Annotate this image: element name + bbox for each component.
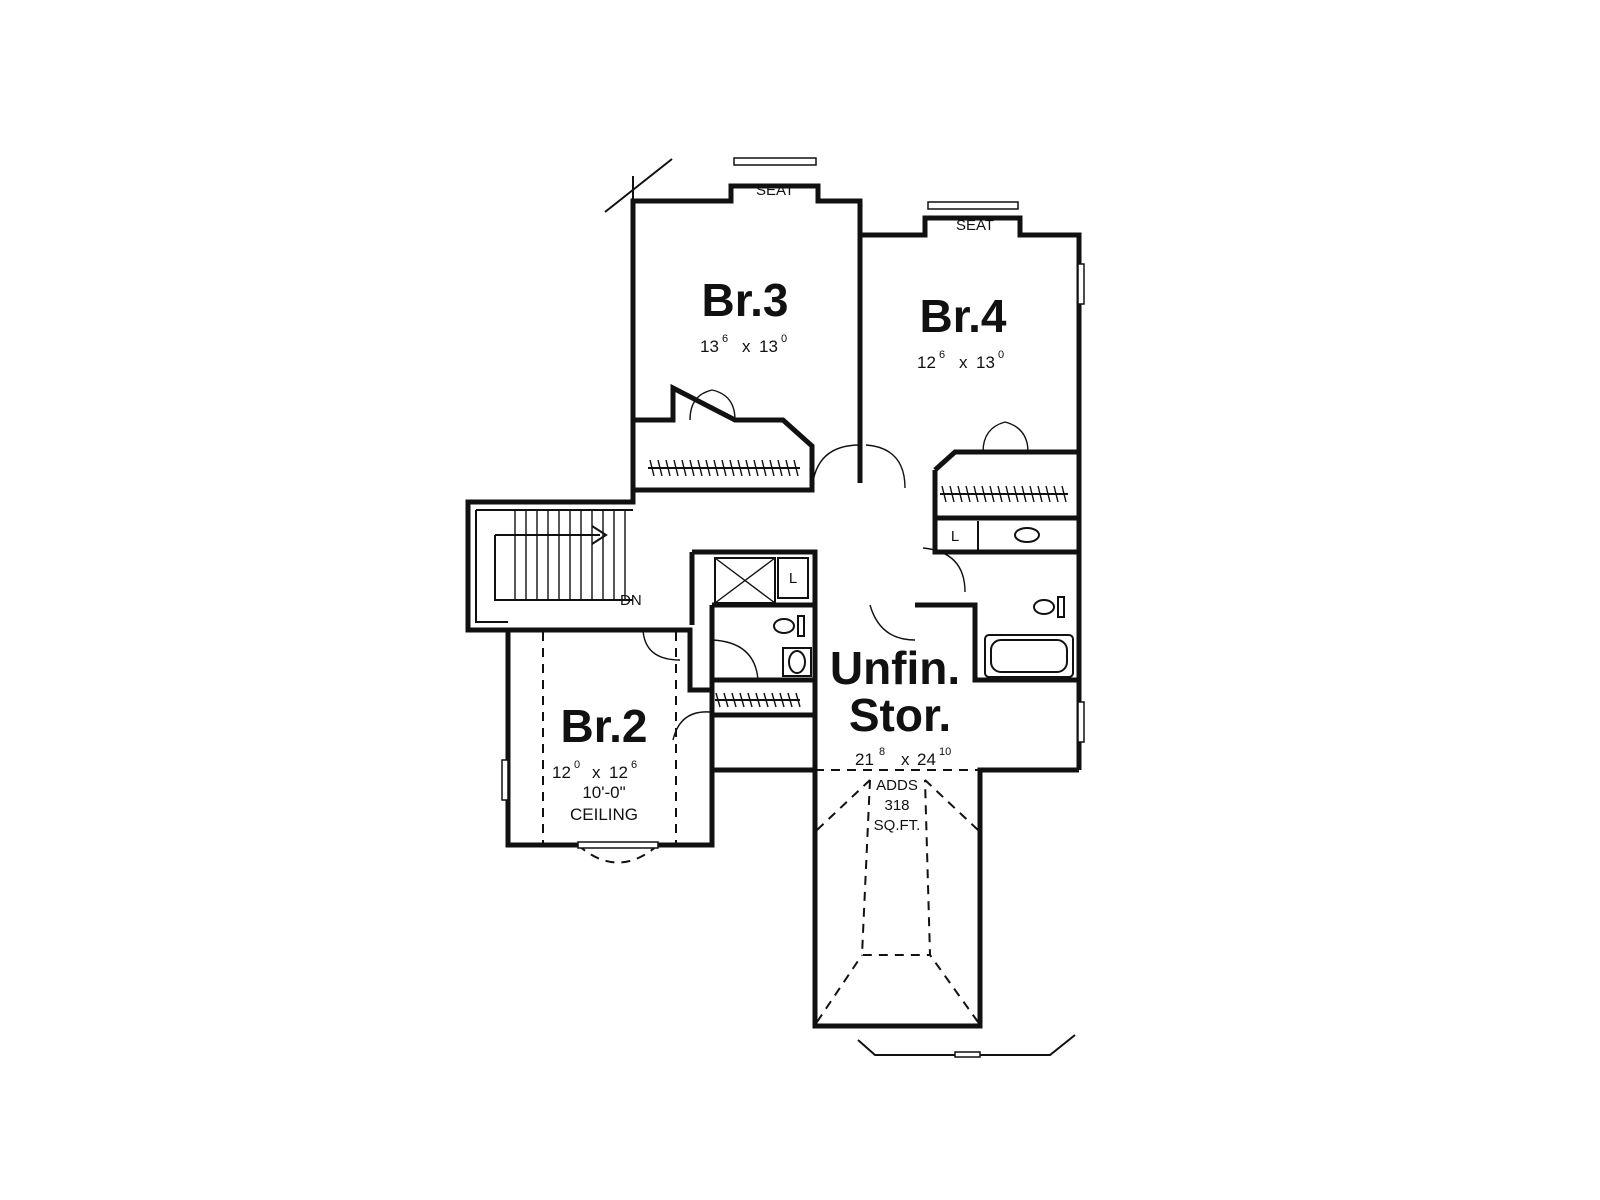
closet-hanger xyxy=(705,459,711,477)
closet-hanger xyxy=(657,459,663,477)
closet-hanger xyxy=(665,459,671,477)
closet-hanger xyxy=(1013,485,1019,503)
closet-hanger xyxy=(795,692,801,708)
ceiling-lines xyxy=(508,629,980,1023)
room-dim-storage-w-in: 8 xyxy=(879,746,885,758)
closet-hanger xyxy=(957,485,963,503)
closet-hanger xyxy=(649,459,655,477)
closet-hanger xyxy=(729,459,735,477)
room-ceiling-height-br2: 10'-0" xyxy=(582,783,625,802)
closet-hanger xyxy=(1005,485,1011,503)
closet-hanger xyxy=(777,459,783,477)
closet-hanger xyxy=(787,692,793,708)
room-dim-br2-d: 12 xyxy=(609,763,628,782)
closet-hanger xyxy=(697,459,703,477)
storage-adds-label: ADDS xyxy=(876,777,918,794)
closet-hanger xyxy=(785,459,791,477)
closet-hanger xyxy=(1045,485,1051,503)
closet-hanger xyxy=(745,459,751,477)
closet-hanger xyxy=(761,459,767,477)
stair-direction-label: DN xyxy=(620,592,642,609)
room-name-br3: Br.3 xyxy=(702,274,789,326)
closet-hanger xyxy=(769,459,775,477)
closet-hanger xyxy=(941,485,947,503)
fixtures: L L xyxy=(714,527,1074,678)
stairway: DN xyxy=(475,509,642,623)
closet-rods xyxy=(648,459,1068,708)
room-name-storage-1: Unfin. xyxy=(830,642,960,694)
stair-arrow-head xyxy=(591,525,608,545)
room-dim-br4-w: 12 xyxy=(917,353,936,372)
room-dim-br4-w-in: 6 xyxy=(939,349,945,361)
closet-hanger xyxy=(721,459,727,477)
room-dim-br3-d-in: 0 xyxy=(781,333,787,345)
room-ceiling-label-br2: CEILING xyxy=(570,805,638,824)
closet-hanger xyxy=(1053,485,1059,503)
closet-hanger xyxy=(949,485,955,503)
room-dim-br4-d-in: 0 xyxy=(998,349,1004,361)
closet-hanger xyxy=(973,485,979,503)
room-dim-br3-w-in: 6 xyxy=(722,333,728,345)
room-dim-br3-sep: x xyxy=(742,337,751,356)
seat-label-br3: SEAT xyxy=(756,182,794,199)
closet-hanger xyxy=(981,485,987,503)
room-dim-storage-w: 21 xyxy=(855,750,874,769)
room-name-br4: Br.4 xyxy=(920,290,1007,342)
closet-hanger xyxy=(713,459,719,477)
room-dim-br4-sep: x xyxy=(959,353,968,372)
room-dim-br3-w: 13 xyxy=(700,337,719,356)
linen-label-1: L xyxy=(789,570,797,587)
closet-hanger xyxy=(747,692,753,708)
room-dim-storage-sep: x xyxy=(901,750,910,769)
room-dim-br2-w-in: 0 xyxy=(574,759,580,771)
window-seat-br3: SEAT xyxy=(733,157,817,199)
linen-cabinet-1 xyxy=(777,557,809,599)
room-label-br3: Br.3 13 6 x 13 0 xyxy=(700,274,788,356)
closet-hanger xyxy=(673,459,679,477)
closet-hanger xyxy=(1029,485,1035,503)
closet-hanger xyxy=(689,459,695,477)
room-label-br2: Br.2 12 0 x 12 6 10'-0" CEILING xyxy=(552,700,647,824)
closet-hanger xyxy=(1021,485,1027,503)
storage-adds-value: 318 xyxy=(884,797,909,814)
seat-label-br4: SEAT xyxy=(956,217,994,234)
closet-hanger xyxy=(793,459,799,477)
storage-adds-unit: SQ.FT. xyxy=(874,817,921,834)
linen-label-2: L xyxy=(951,528,959,545)
closet-hanger xyxy=(779,692,785,708)
closet-hanger xyxy=(771,692,777,708)
room-dim-br2-w: 12 xyxy=(552,763,571,782)
closet-hanger xyxy=(965,485,971,503)
interior-walls xyxy=(508,383,1079,770)
closet-hanger xyxy=(715,692,721,708)
closet-hanger xyxy=(989,485,995,503)
closet-hanger xyxy=(681,459,687,477)
room-label-br4: Br.4 12 6 x 13 0 xyxy=(917,290,1007,372)
room-label-storage: Unfin. Stor. 21 8 x 24 10 ADDS 318 SQ.FT… xyxy=(830,642,960,834)
doors xyxy=(642,389,1029,741)
closet-hanger xyxy=(753,459,759,477)
closet-hanger xyxy=(723,692,729,708)
closet-hanger xyxy=(1061,485,1067,503)
closet-hanger xyxy=(739,692,745,708)
room-dim-storage-d-in: 10 xyxy=(939,746,951,758)
room-dim-br2-sep: x xyxy=(592,763,601,782)
room-name-storage-2: Stor. xyxy=(849,689,951,741)
closet-hanger xyxy=(763,692,769,708)
closet-hanger xyxy=(755,692,761,708)
room-dim-br2-d-in: 6 xyxy=(631,759,637,771)
room-dim-br4-d: 13 xyxy=(976,353,995,372)
closet-hanger xyxy=(731,692,737,708)
room-name-br2: Br.2 xyxy=(561,700,648,752)
room-dim-br3-d: 13 xyxy=(759,337,778,356)
room-dim-storage-d: 24 xyxy=(917,750,936,769)
closet-hanger xyxy=(997,485,1003,503)
closet-hanger xyxy=(737,459,743,477)
windows xyxy=(501,263,1085,1058)
window-seat-br4: SEAT xyxy=(927,201,1019,234)
closet-hanger xyxy=(1037,485,1043,503)
roof-edge-line xyxy=(604,158,673,213)
